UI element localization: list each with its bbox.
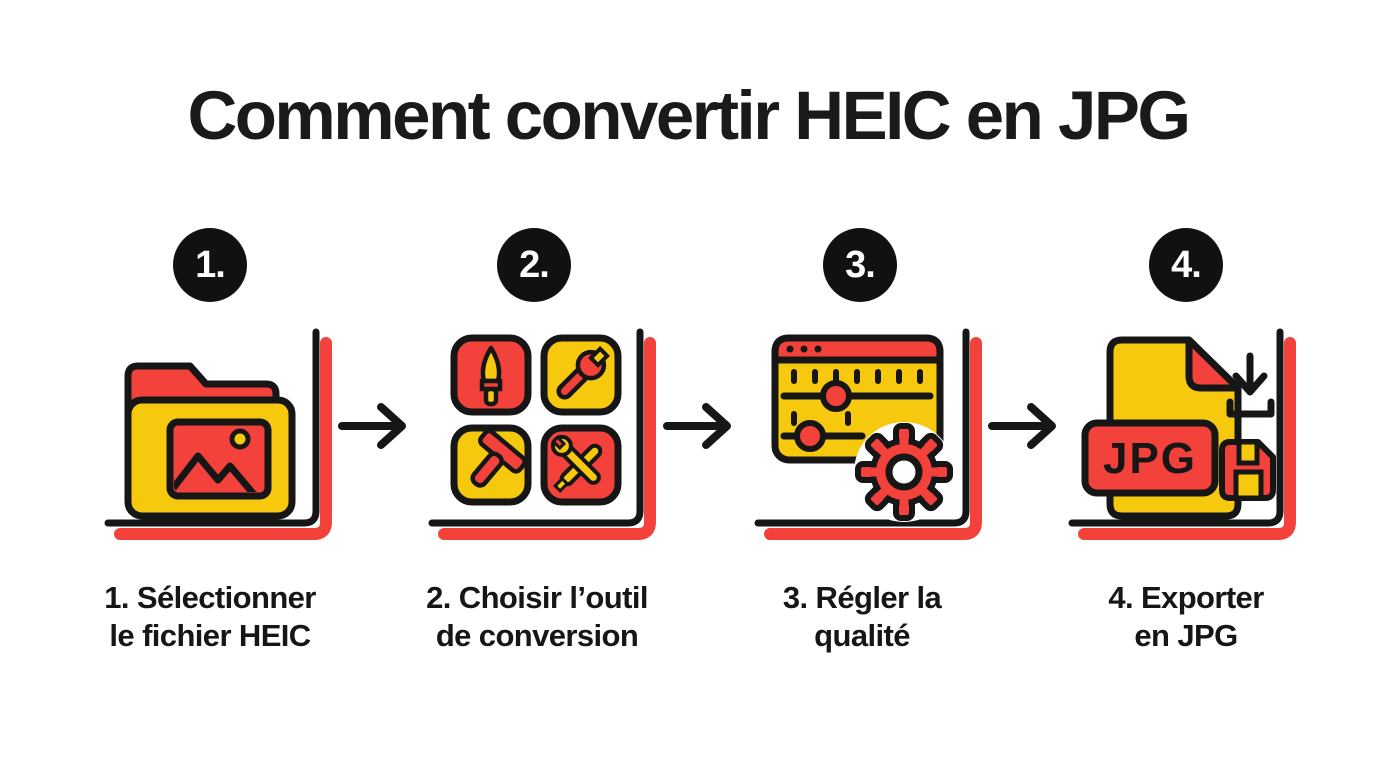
caption-line: en JPG xyxy=(1134,618,1238,653)
page-title: Comment convertir HEIC en JPG xyxy=(187,77,1191,154)
step-1-caption: 1. Sélectionner le fichier HEIC xyxy=(50,579,370,655)
caption-line: 1. Sélectionner xyxy=(104,580,316,615)
frame-shadow xyxy=(1078,337,1296,540)
folder-shape xyxy=(124,362,296,520)
hammer-tile xyxy=(450,424,532,506)
frame-corner xyxy=(1068,328,1284,527)
caption-line: le fichier HEIC xyxy=(109,618,311,653)
caption-line: 2. Choisir l’outil xyxy=(426,580,648,615)
step-3-number-badge: 3. xyxy=(823,228,897,302)
folder-image-icon xyxy=(94,326,334,542)
caption-line: 3. Régler la xyxy=(782,580,942,615)
arrow-right-icon xyxy=(662,400,734,452)
frame-shadow xyxy=(764,337,982,540)
export-jpg-svg: JPG xyxy=(1068,328,1296,540)
quality-settings-svg xyxy=(754,328,982,540)
step-2-number-badge: 2. xyxy=(497,228,571,302)
caption-line: 4. Exporter xyxy=(1108,580,1264,615)
step-4-number-badge: 4. xyxy=(1149,228,1223,302)
brush-tile xyxy=(450,334,532,416)
step-4-caption: 4. Exporter en JPG xyxy=(1026,579,1346,655)
jpg-label: JPG xyxy=(1103,434,1197,483)
wrench-tile xyxy=(540,334,622,416)
caption-line: de conversion xyxy=(435,618,639,653)
frame-corner xyxy=(104,328,320,527)
frame-shadow xyxy=(114,337,332,540)
export-jpg-icon: JPG xyxy=(1058,326,1298,542)
step-2-caption: 2. Choisir l’outil de conversion xyxy=(377,579,697,655)
arrow-right-icon xyxy=(987,400,1059,452)
gear-shape xyxy=(854,422,954,522)
caption-line: qualité xyxy=(814,618,910,653)
download-arrow-icon xyxy=(1226,352,1275,418)
quality-settings-icon xyxy=(744,326,984,542)
conversion-tools-icon xyxy=(418,326,658,542)
step-1-number-badge: 1. xyxy=(173,228,247,302)
save-floppy-icon xyxy=(1219,439,1276,501)
step-3-caption: 3. Régler la qualité xyxy=(702,579,1022,655)
settings-window xyxy=(771,334,944,464)
frame-shadow xyxy=(438,337,656,540)
folder-image-svg xyxy=(104,328,332,540)
jpg-file-shape: JPG xyxy=(1081,336,1242,520)
arrow-right-icon xyxy=(337,400,409,452)
frame-corner xyxy=(754,328,970,527)
conversion-tools-svg xyxy=(428,328,656,540)
crossed-tools-tile xyxy=(540,424,622,506)
frame-corner xyxy=(428,328,644,527)
